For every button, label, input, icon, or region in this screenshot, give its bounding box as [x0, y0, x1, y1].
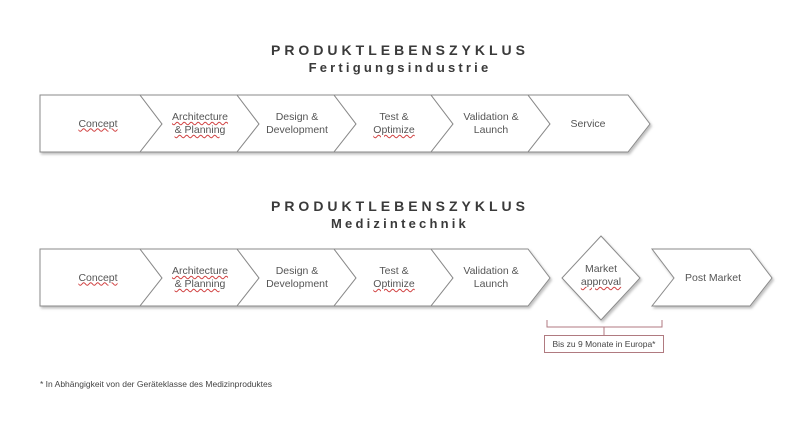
- step-label-line1: Design &: [275, 265, 319, 277]
- step-label-line1: Test &: [379, 111, 409, 123]
- step-architecture-planning: Architecture & Planning: [150, 110, 250, 138]
- step-concept: Concept: [48, 110, 148, 138]
- step-label: Service: [570, 117, 606, 130]
- decision-market-approval: Market approval: [561, 262, 641, 290]
- duration-note: Bis zu 9 Monate in Europa*: [544, 335, 664, 353]
- step-label: Post Market: [684, 271, 742, 284]
- step-test-optimize: Test & Optimize: [344, 110, 444, 138]
- diagram2-chevrons: [39, 235, 773, 321]
- step-label-line2: Optimize: [373, 124, 415, 136]
- footnote: * In Abhängigkeit von der Geräteklasse d…: [40, 379, 272, 389]
- step-label-line1: Validation &: [463, 265, 519, 277]
- step-architecture-planning-2: Architecture & Planning: [150, 264, 250, 292]
- step-post-market: Post Market: [668, 264, 758, 292]
- step-shape-service: [526, 94, 651, 153]
- step-label-line1: Validation &: [463, 111, 519, 123]
- duration-bracket: [546, 320, 663, 335]
- step-label-line1: Design &: [275, 111, 319, 123]
- step-label-line1: Architecture: [171, 265, 229, 277]
- decision-diamond: [561, 235, 641, 321]
- step-shape-validation-2: [429, 248, 551, 307]
- diagram1-title: PRODUKTLEBENSZYKLUS: [270, 42, 529, 58]
- step-validation-launch-2: Validation & Launch: [441, 264, 541, 292]
- step-service: Service: [538, 110, 638, 138]
- step-shape-post-market: [650, 248, 773, 307]
- step-design-development: Design & Development: [247, 110, 347, 138]
- step-label-line2: & Planning: [174, 124, 226, 136]
- step-label-line1: Architecture: [171, 111, 229, 123]
- step-test-optimize-2: Test & Optimize: [344, 264, 444, 292]
- step-label-line2: Launch: [473, 124, 509, 136]
- step-label-line2: Development: [266, 278, 328, 290]
- step-label-line2: & Planning: [174, 278, 226, 290]
- diagram1-chevrons: [39, 94, 651, 153]
- step-label-line1: Test &: [379, 265, 409, 277]
- step-label: Concept: [78, 117, 118, 130]
- step-design-development-2: Design & Development: [247, 264, 347, 292]
- step-label-line2: Launch: [473, 278, 509, 290]
- diagram1-subtitle: Fertigungsindustrie: [308, 60, 492, 75]
- step-validation-launch: Validation & Launch: [441, 110, 541, 138]
- step-label: Concept: [78, 271, 118, 284]
- step-concept-2: Concept: [48, 264, 148, 292]
- diagram2-subtitle: Medizintechnik: [331, 216, 469, 231]
- decision-label-line2: approval: [580, 276, 622, 288]
- diagram2-title: PRODUKTLEBENSZYKLUS: [270, 198, 529, 214]
- step-label-line2: Optimize: [373, 278, 415, 290]
- decision-label-line1: Market: [584, 263, 618, 275]
- step-label-line2: Development: [266, 124, 328, 136]
